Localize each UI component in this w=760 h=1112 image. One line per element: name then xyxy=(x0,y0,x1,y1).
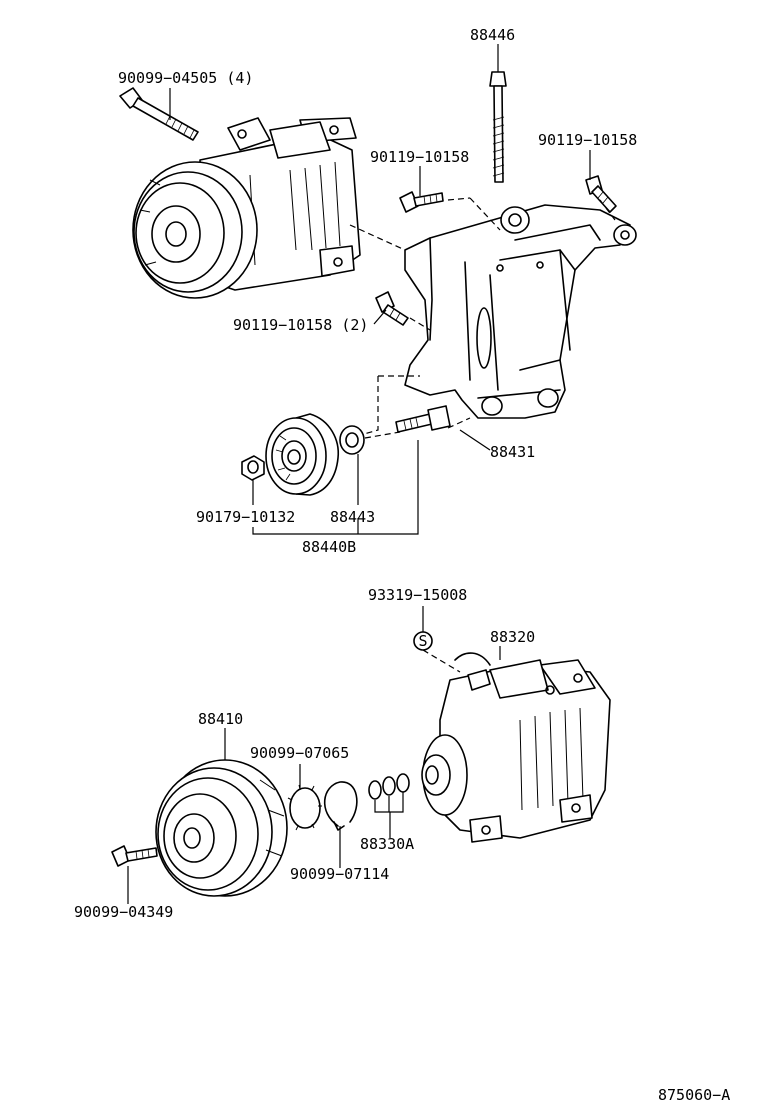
label-88330a[interactable]: 88330A xyxy=(360,835,414,853)
bolt-90099-04505-illustration xyxy=(119,87,199,141)
compressor-88320-illustration xyxy=(421,652,611,843)
bolt-90119-10158-b-illustration xyxy=(585,175,617,213)
shims-88330a-illustration xyxy=(368,773,410,800)
nut-90179-10132-illustration xyxy=(241,455,265,481)
label-88410[interactable]: 88410 xyxy=(198,710,243,728)
clutch-pulley-88410-illustration xyxy=(155,759,288,897)
screw-icon: S xyxy=(413,631,433,651)
label-93319-15008[interactable]: 93319−15008 xyxy=(368,586,467,604)
label-88446[interactable]: 88446 xyxy=(470,26,515,44)
screw-symbol-text: S xyxy=(418,632,427,650)
label-90119-10158-2[interactable]: 90119−10158 (2) xyxy=(233,316,368,334)
label-88320[interactable]: 88320 xyxy=(490,628,535,646)
figure-code: 875060−A xyxy=(658,1086,730,1104)
spacer-88443-illustration xyxy=(339,425,365,455)
label-88443[interactable]: 88443 xyxy=(330,508,375,526)
bolt-90119-10158-a-illustration xyxy=(399,191,444,213)
bolt-90119-10158-2-illustration xyxy=(375,291,409,326)
assembly-lines-lower xyxy=(422,649,461,673)
bolt-90099-04349-illustration xyxy=(111,845,158,867)
stud-bolt-idler-illustration xyxy=(395,405,451,433)
label-90119-10158-b[interactable]: 90119−10158 xyxy=(538,131,637,149)
label-88431[interactable]: 88431 xyxy=(490,443,535,461)
snap-ring-90099-07065-illustration xyxy=(287,784,322,831)
bolt-88446-illustration xyxy=(489,71,507,183)
bracket-88431-illustration xyxy=(404,204,637,419)
label-90099-07065[interactable]: 90099−07065 xyxy=(250,744,349,762)
label-88440b[interactable]: 88440B xyxy=(302,538,356,556)
label-90179-10132[interactable]: 90179−10132 xyxy=(196,508,295,526)
leader-lines xyxy=(127,44,591,904)
idler-pulley-88440b-illustration xyxy=(265,413,339,496)
label-90099-07114[interactable]: 90099−07114 xyxy=(290,865,389,883)
label-90119-10158-a[interactable]: 90119−10158 xyxy=(370,148,469,166)
retaining-ring-90099-07114-illustration xyxy=(323,781,358,831)
label-90099-04349[interactable]: 90099−04349 xyxy=(74,903,173,921)
label-90099-04505[interactable]: 90099−04505 (4) xyxy=(118,69,253,87)
compressor-upper-illustration xyxy=(132,117,361,299)
